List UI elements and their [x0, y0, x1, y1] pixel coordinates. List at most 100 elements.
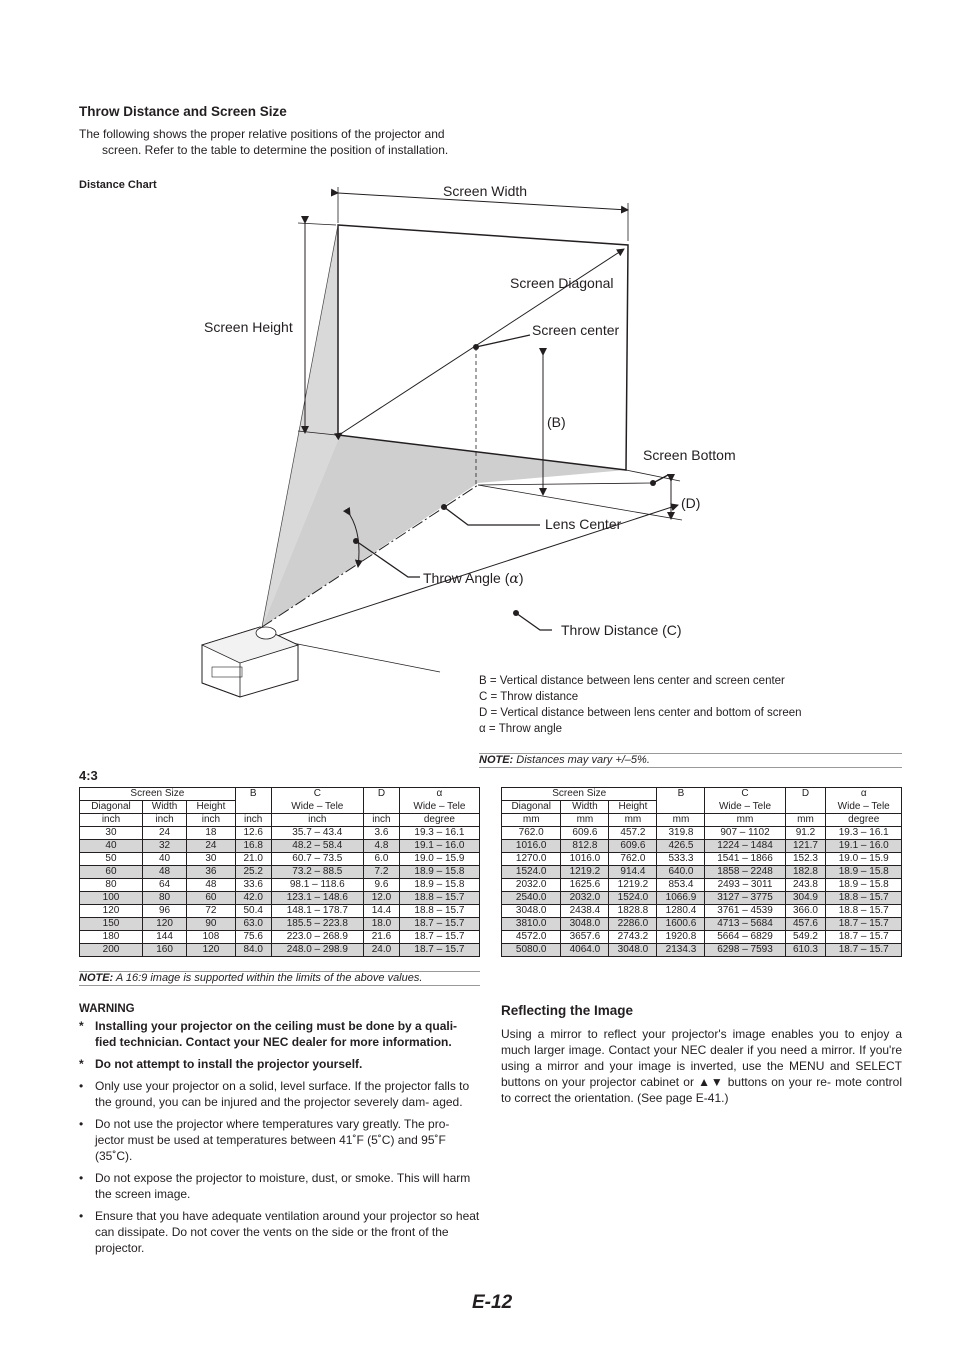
ratio-label: 4:3 [79, 768, 98, 783]
table-cell: 853.4 [656, 878, 706, 892]
note-distances: NOTE: Distances may vary +/–5%. [479, 753, 902, 768]
table-cell: 609.6 [608, 839, 658, 853]
table-cell: 812.8 [560, 839, 610, 853]
table-cell: 30 [186, 852, 236, 866]
legend-b: B = Vertical distance between lens cente… [479, 675, 785, 687]
table-cell: 4.8 [363, 839, 400, 853]
table-cell: 7.2 [363, 865, 400, 879]
th-d: D [363, 787, 400, 801]
table-cell: 33.6 [234, 878, 272, 892]
table-cell: 3657.6 [560, 930, 610, 944]
table-cell: 18.9 – 15.8 [398, 865, 481, 879]
table-cell: 63.0 [234, 917, 272, 931]
th-c: C [704, 787, 786, 801]
table-cell: 64 [141, 878, 188, 892]
unit-cell: inch [363, 813, 400, 827]
table-cell: 1219.2 [608, 878, 658, 892]
table-cell: 14.4 [363, 904, 400, 918]
table-cell: 84.0 [234, 943, 272, 957]
table-cell: 48 [186, 878, 236, 892]
table-cell: 182.8 [784, 865, 827, 879]
label-screen-diagonal: Screen Diagonal [510, 275, 614, 291]
table-cell: 18.8 – 15.7 [398, 904, 481, 918]
table-cell: 319.8 [656, 826, 706, 840]
screen-rectangle [337, 224, 629, 471]
th-alpha-sub: Wide – Tele [825, 800, 902, 814]
table-cell: 4064.0 [560, 943, 610, 957]
table-cell: 91.2 [784, 826, 827, 840]
table-cell: 1524.0 [608, 891, 658, 905]
table-cell: 3048.0 [560, 917, 610, 931]
bullet-mark: * [79, 1057, 84, 1071]
table-cell: 1016.0 [500, 839, 562, 853]
table-cell: 48.2 – 58.4 [270, 839, 365, 853]
projector-illustration [200, 626, 300, 698]
bullet-mark: • [79, 1117, 84, 1131]
table-cell: 18 [186, 826, 236, 840]
distance-chart-label: Distance Chart [79, 179, 157, 191]
table-cell: 18.0 [363, 917, 400, 931]
table-cell: 120 [186, 943, 236, 957]
table-cell: 21.0 [234, 852, 272, 866]
intro-line-1: The following shows the proper relative … [79, 127, 445, 141]
table-cell: 1270.0 [500, 852, 562, 866]
unit-cell: degree [825, 813, 902, 827]
warning-item: *Installing your projector on the ceilin… [79, 1018, 480, 1050]
bullet-mark: • [79, 1079, 84, 1093]
th-c-sub: Wide – Tele [270, 800, 365, 814]
table-cell: 40 [141, 852, 188, 866]
label-lens-center: Lens Center [545, 516, 622, 532]
table-cell: 40 [79, 839, 143, 853]
unit-cell: mm [560, 813, 610, 827]
warning-item: •Only use your projector on a solid, lev… [79, 1078, 480, 1110]
table-cell: 1066.9 [656, 891, 706, 905]
table-cell: 1920.8 [656, 930, 706, 944]
legend-c: C = Throw distance [479, 691, 579, 703]
label-d: (D) [681, 495, 700, 511]
th-diagonal: Diagonal [79, 800, 143, 814]
table-cell: 3810.0 [500, 917, 562, 931]
bullet-mark: • [79, 1171, 84, 1185]
table-cell: 533.3 [656, 852, 706, 866]
distance-table-mm: Screen Size B C D α Diagonal Width Heigh… [500, 787, 902, 957]
table-cell: 3048.0 [608, 943, 658, 957]
table-cell: 32 [141, 839, 188, 853]
table-cell: 42.0 [234, 891, 272, 905]
warning-item-text: Do not attempt to install the projector … [95, 1057, 363, 1071]
table-cell: 100 [79, 891, 143, 905]
th-alpha-sub: Wide – Tele [398, 800, 481, 814]
table-cell: 640.0 [656, 865, 706, 879]
table-cell: 18.7 – 15.7 [398, 930, 481, 944]
th-d: D [784, 787, 827, 801]
table-cell: 152.3 [784, 852, 827, 866]
table-cell: 457.6 [784, 917, 827, 931]
label-screen-width: Screen Width [443, 183, 527, 199]
table-cell: 160 [141, 943, 188, 957]
table-cell: 73.2 – 88.5 [270, 865, 365, 879]
th-b: B [234, 787, 272, 801]
warning-item-text: Ensure that you have adequate ventilatio… [95, 1209, 480, 1255]
unit-cell: mm [784, 813, 827, 827]
table-cell: 21.6 [363, 930, 400, 944]
table-cell: 60 [79, 865, 143, 879]
page-number: E-12 [472, 1292, 513, 1313]
table-cell: 24 [186, 839, 236, 853]
table-cell: 3761 – 4539 [704, 904, 786, 918]
table-cell: 304.9 [784, 891, 827, 905]
table-cell: 60.7 – 73.5 [270, 852, 365, 866]
label-screen-bottom: Screen Bottom [643, 447, 736, 463]
table-cell: 120 [79, 904, 143, 918]
label-screen-height: Screen Height [204, 319, 293, 335]
table-cell: 762.0 [608, 852, 658, 866]
